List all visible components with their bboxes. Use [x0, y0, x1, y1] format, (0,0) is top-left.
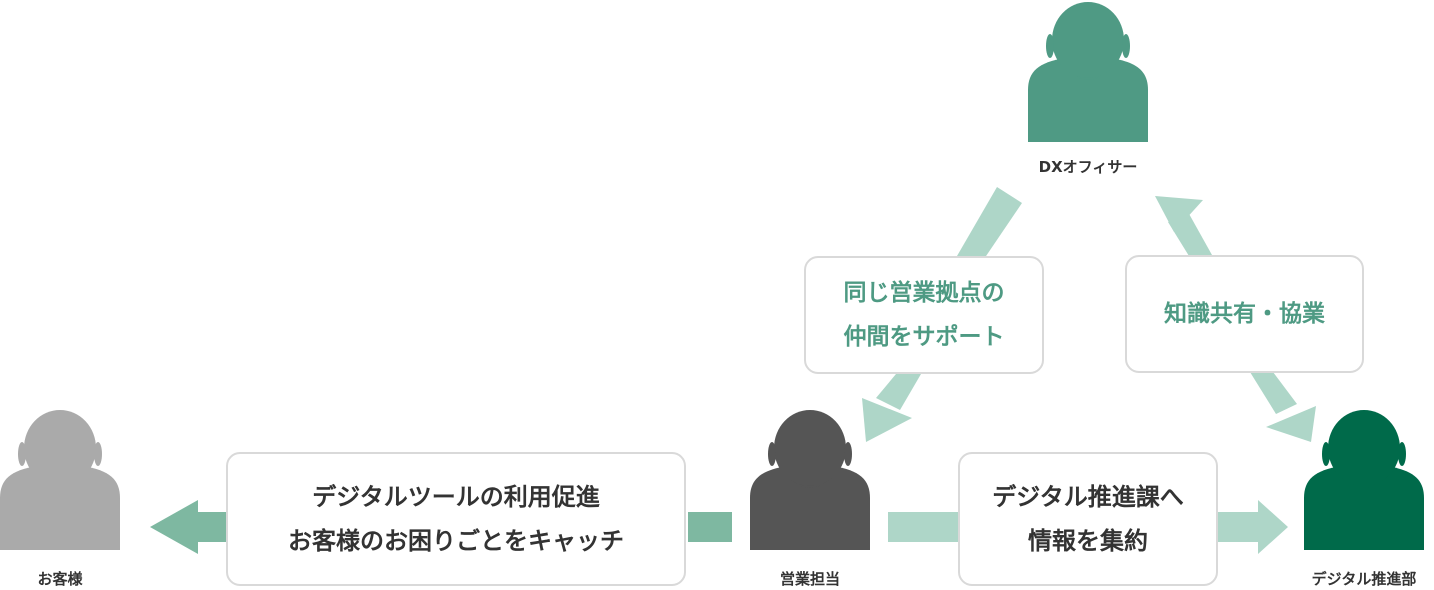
arrow-to-digital-dept — [888, 500, 1288, 554]
arrow-to-customer-tail — [688, 512, 732, 542]
person-icon — [750, 410, 870, 550]
person-icon-body — [0, 466, 120, 550]
person-icon-head — [1328, 410, 1400, 486]
support-box-line-2: 仲間をサポート — [843, 324, 1005, 350]
support-box-line-1: 同じ営業拠点の — [843, 280, 1005, 306]
arrow-bidir-shaft-bottom — [1250, 372, 1297, 414]
digital-dept-label: デジタル推進部 — [1311, 570, 1417, 588]
person-icon-head — [1052, 2, 1124, 78]
customer-flow-line-2: お客様のお困りごとをキャッチ — [288, 527, 624, 555]
person-icon-head — [774, 410, 846, 486]
person-icon-body — [1304, 466, 1424, 550]
support-box: 同じ営業拠点の 仲間をサポート — [804, 256, 1044, 374]
arrow-dx-to-sales-shaft-bottom — [876, 374, 921, 410]
arrow-to-customer-head — [150, 500, 198, 554]
dx-officer-label: DXオフィサー — [1038, 158, 1138, 176]
person-icon-ear-right — [94, 442, 102, 466]
person-icon-body — [1028, 58, 1148, 142]
digital-flow-line-1: デジタル推進課へ — [992, 483, 1184, 511]
arrow-to-customer — [150, 500, 732, 554]
person-icon-head — [24, 410, 96, 486]
person-icon-ear-right — [1122, 34, 1130, 58]
arrow-to-customer-shaft — [198, 512, 228, 542]
customer-flow-line-1: デジタルツールの利用促進 — [312, 483, 600, 511]
customer-label: お客様 — [37, 570, 83, 588]
digital-flow-line-2: 情報を集約 — [1028, 527, 1148, 555]
person-icon-ear-right — [844, 442, 852, 466]
arrow-dx-to-sales-head — [862, 398, 912, 442]
arrow-bidir-head-down — [1266, 406, 1316, 442]
person-icon-ear-left — [1046, 34, 1054, 58]
person-icon-ear-left — [768, 442, 776, 466]
person-icon-ear-left — [18, 442, 26, 466]
sales-label: 営業担当 — [779, 570, 841, 588]
digital-flow-box: デジタル推進課へ 情報を集約 — [958, 452, 1218, 586]
arrow-dx-to-sales-shaft-top — [957, 187, 1022, 262]
person-icon — [1304, 410, 1424, 550]
person-icon-ear-right — [1398, 442, 1406, 466]
person-icon — [1028, 2, 1148, 142]
arrow-dx-to-sales — [862, 187, 1022, 442]
arrow-bidir-shaft-top — [1168, 212, 1212, 256]
knowledge-box: 知識共有・協業 — [1125, 255, 1364, 373]
knowledge-box-line-1: 知識共有・協業 — [1164, 301, 1325, 327]
person-icon-body — [750, 466, 870, 550]
arrow-to-digital-shaft — [1218, 512, 1258, 542]
arrow-to-digital-tail — [888, 512, 960, 542]
customer-flow-box: デジタルツールの利用促進 お客様のお困りごとをキャッチ — [226, 452, 686, 586]
person-icon-ear-left — [1322, 442, 1330, 466]
arrow-bidir-head-up — [1155, 196, 1203, 232]
arrow-to-digital-head — [1258, 500, 1288, 554]
person-icon — [0, 410, 120, 550]
arrow-dx-digital-bidirectional — [1155, 196, 1316, 442]
